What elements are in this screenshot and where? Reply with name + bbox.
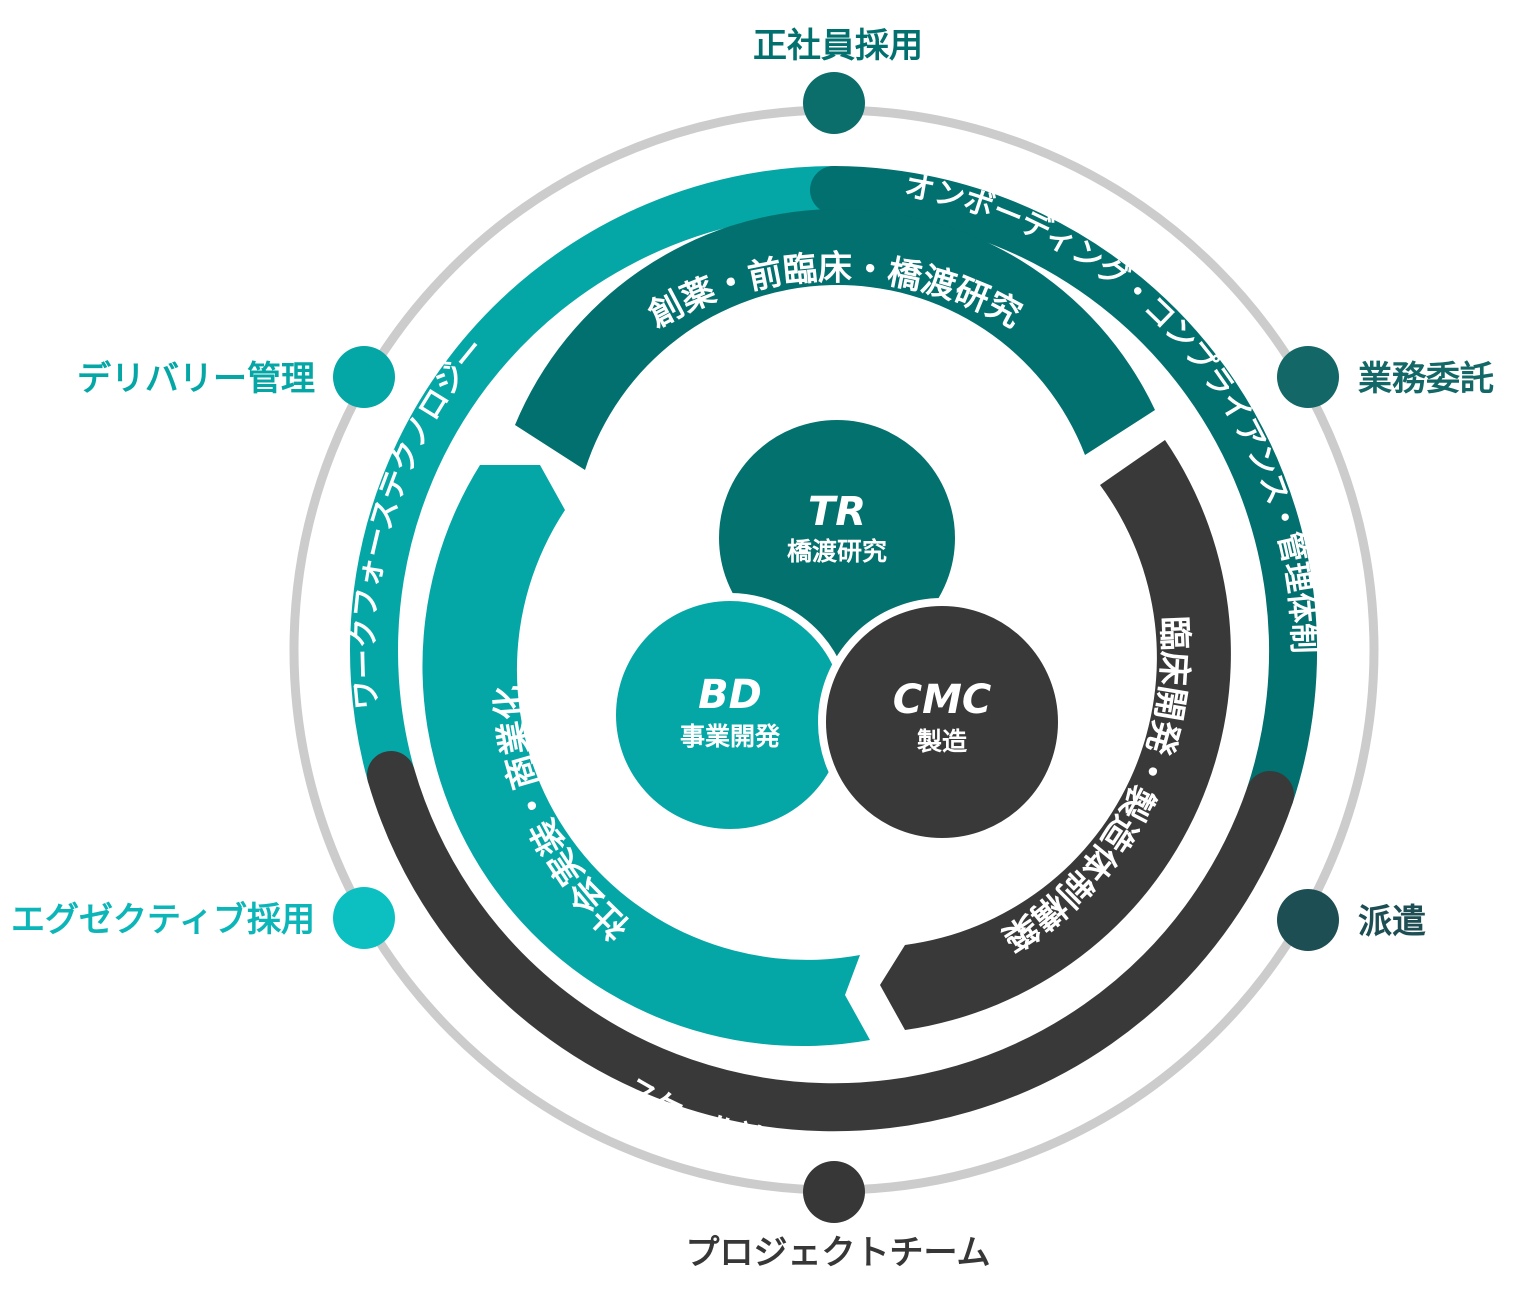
node-project xyxy=(803,1161,865,1223)
cmc-sub: 製造 xyxy=(916,727,967,756)
cmc-circle xyxy=(818,598,1066,846)
label-delivery: デリバリー管理 xyxy=(77,359,315,399)
bd-sub: 事業開発 xyxy=(680,722,781,751)
social-band xyxy=(422,465,870,1047)
node-delivery xyxy=(333,346,395,408)
label-project: プロジェクトチーム xyxy=(686,1233,991,1273)
tr-code: TR xyxy=(808,489,866,535)
drug-discovery-band xyxy=(515,209,1155,470)
onboarding-arc-band xyxy=(810,166,1318,819)
node-executive xyxy=(333,887,395,949)
scale-arc-band xyxy=(367,751,1294,1132)
label-seishain: 正社員採用 xyxy=(753,26,923,66)
label-gyomu: 業務委託 xyxy=(1358,359,1494,399)
bd-code: BD xyxy=(698,672,762,718)
node-gyomu xyxy=(1277,346,1339,408)
clinical-band xyxy=(880,440,1231,1030)
workforce-arc-band xyxy=(350,166,858,799)
label-executive: エグゼクティブ採用 xyxy=(11,900,315,940)
tr-sub: 橋渡研究 xyxy=(787,537,887,566)
cmc-code: CMC xyxy=(893,677,992,723)
node-seishain xyxy=(803,72,865,134)
label-haken: 派遣 xyxy=(1358,902,1426,942)
node-haken xyxy=(1277,889,1339,951)
